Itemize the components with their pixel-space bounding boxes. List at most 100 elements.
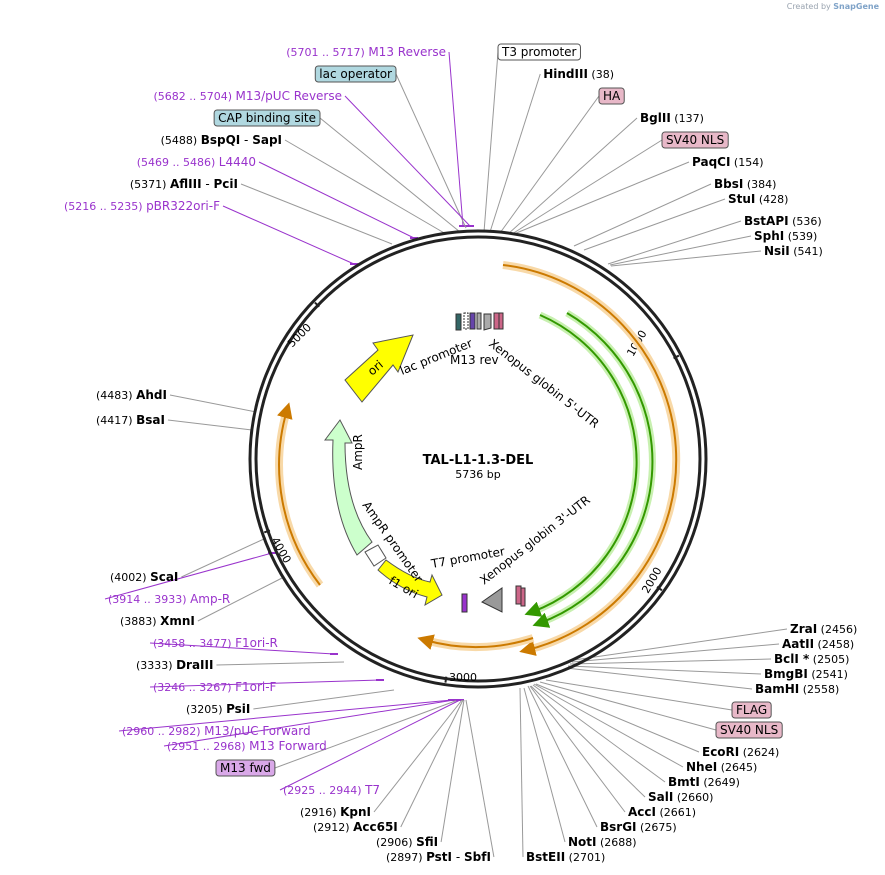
map-label-site: BclI * (2505): [774, 652, 849, 666]
site-position: (2906): [376, 836, 416, 849]
map-label-site: (5371) AflIII - PciI: [130, 177, 238, 191]
tick-mark: [314, 301, 320, 308]
site-label: BclI * (2505): [774, 652, 849, 666]
primer-name: Amp-R: [190, 592, 230, 606]
ampr-arrow: [324, 419, 373, 556]
primer-range: (3914 .. 3933): [108, 593, 190, 606]
primer-range: (5701 .. 5717): [286, 46, 368, 59]
map-label-feature: lac operator: [314, 65, 397, 83]
primer-name: M13 Forward: [249, 739, 327, 753]
site-name: AatII: [782, 637, 814, 651]
map-label-site: BamHI (2558): [755, 682, 839, 696]
site-position: (541): [790, 245, 823, 258]
primer-range: (3246 .. 3267): [153, 681, 235, 694]
map-label-feature: SV40 NLS: [661, 131, 729, 149]
plasmid-name: TAL-L1-1.3-DEL: [423, 453, 534, 468]
map-label-primer: (2951 .. 2968) M13 Forward: [167, 739, 327, 753]
map-label-site: EcoRI (2624): [702, 745, 779, 759]
primer-name: F1ori-R: [235, 636, 278, 650]
site-name: BmgBI: [764, 667, 808, 681]
feature-label-box: [731, 701, 772, 719]
site-position: (2541): [808, 668, 848, 681]
map-label-site: BmgBI (2541): [764, 667, 848, 681]
primer-label: (5469 .. 5486) L4440: [137, 155, 256, 169]
site-name: ScaI: [150, 570, 178, 584]
site-name: SfiI: [416, 835, 438, 849]
site-label: NheI (2645): [686, 760, 757, 774]
map-label-site: (2897) PstI - SbfI: [386, 850, 491, 864]
site-name-2: SapI: [252, 133, 282, 147]
tick-mark: [444, 676, 448, 683]
site-name-2: PciI: [214, 177, 239, 191]
feature-label-text: HA: [603, 89, 621, 103]
site-name: BstAPI: [744, 214, 789, 228]
site-position: (2645): [717, 761, 757, 774]
site-name: BamHI: [755, 682, 799, 696]
site-name: BspQI: [201, 133, 241, 147]
map-label-site: (2912) Acc65I: [313, 820, 398, 834]
feature-label-text: SV40 NLS: [666, 133, 724, 147]
feature-label-text: lac operator: [319, 67, 392, 81]
site-name: NheI: [686, 760, 717, 774]
credit-brand: SnapGene: [833, 2, 879, 11]
site-name: AflIII: [170, 177, 202, 191]
site-name: BsaI: [136, 413, 165, 427]
site-name: BbsI: [714, 177, 743, 191]
site-name: ZraI: [790, 622, 817, 636]
site-label: EcoRI (2624): [702, 745, 779, 759]
outer-feature-arcs: [275, 261, 681, 656]
orange-arc-1-line: [502, 264, 678, 656]
map-label-site: (4483) AhdI: [96, 388, 167, 402]
map-label-site: NheI (2645): [686, 760, 757, 774]
site-label: BamHI (2558): [755, 682, 839, 696]
map-label-primer: (5682 .. 5704) M13/pUC Reverse: [153, 89, 342, 103]
site-position: (2649): [700, 776, 740, 789]
site-label: (2897) PstI - SbfI: [386, 850, 491, 864]
site-label: ZraI (2456): [790, 622, 857, 636]
site-label: AccI (2661): [628, 805, 696, 819]
site-label: SphI (539): [754, 229, 817, 243]
ori-arrow: [344, 334, 414, 403]
map-label-feature: CAP binding site: [213, 109, 321, 127]
map-label-site: (4417) BsaI: [96, 413, 165, 427]
site-name: BclI *: [774, 652, 810, 666]
primer-label: (2951 .. 2968) M13 Forward: [167, 739, 327, 753]
site-label: PaqCI (154): [692, 155, 764, 169]
site-position: (38): [588, 68, 614, 81]
site-position: (2688): [597, 836, 637, 849]
map-label-site: ZraI (2456): [790, 622, 857, 636]
feature-label-box: [215, 759, 276, 777]
site-position: (2624): [739, 746, 779, 759]
orange-arc-3-line: [277, 402, 321, 586]
site-name: BmtI: [668, 775, 700, 789]
primer-name: F1ori-F: [235, 680, 276, 694]
tick-mark: [263, 529, 271, 534]
ampr-promoter-arrow: [364, 544, 387, 567]
xenopus-5utr-label: Xenopus globin 5'-UTR: [486, 336, 602, 431]
map-label-site: (3333) DraIII: [136, 658, 213, 672]
tick-mark: [673, 354, 680, 360]
map-label-site: SalI (2660): [648, 790, 713, 804]
map-label-site: NotI (2688): [568, 835, 637, 849]
primer-range: (2951 .. 2968): [167, 740, 249, 753]
primer-range: (5216 .. 5235): [64, 200, 146, 213]
site-label: BstEII (2701): [526, 850, 605, 864]
backbone: [248, 229, 708, 689]
primer-label: (3914 .. 3933) Amp-R: [108, 592, 230, 606]
site-label: BsrGI (2675): [600, 820, 677, 834]
site-position: (4483): [96, 389, 136, 402]
site-name: StuI: [728, 192, 755, 206]
primer-name: pBR322ori-F: [146, 199, 220, 213]
primer-range: (5469 .. 5486): [137, 156, 219, 169]
site-name: EcoRI: [702, 745, 739, 759]
site-position: (2912): [313, 821, 353, 834]
site-position: (2660): [673, 791, 713, 804]
map-label-site: (2916) KpnI: [300, 805, 371, 819]
site-position: (4417): [96, 414, 136, 427]
xenopus-3utr-label: Xenopus globin 3'-UTR: [477, 493, 593, 588]
primer-range: (2925 .. 2944): [283, 784, 365, 797]
primer-label: (5682 .. 5704) M13/pUC Reverse: [153, 89, 342, 103]
map-label-site: NsiI (541): [764, 244, 823, 258]
site-label: NotI (2688): [568, 835, 637, 849]
